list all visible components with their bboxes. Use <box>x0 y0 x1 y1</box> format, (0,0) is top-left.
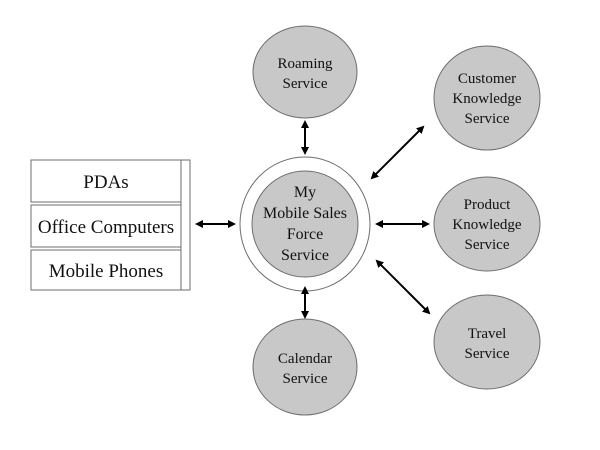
device-label-pdas: PDAs <box>83 172 128 193</box>
service-node-travel: Travel Service <box>433 294 541 390</box>
center-node: My Mobile Sales Force Service <box>239 156 371 292</box>
travel-label-line-2: Service <box>465 346 510 362</box>
service-node-calendar: Calendar Service <box>252 318 358 416</box>
device-box-mobile-phones <box>30 249 182 291</box>
calendar-label-line-1: Calendar <box>278 351 332 367</box>
devices-panel: PDAs Office Computers Mobile Phones <box>30 159 191 291</box>
arrow-center-customer-knowledge <box>370 125 425 180</box>
travel-ellipse <box>433 294 541 390</box>
arrow-center-travel <box>375 259 431 315</box>
device-box-pdas <box>30 159 182 203</box>
product-knowledge-label-line-3: Service <box>465 237 510 253</box>
calendar-label-line-2: Service <box>283 371 328 387</box>
roaming-ellipse <box>252 25 358 119</box>
roaming-label-line-2: Service <box>283 76 328 92</box>
customer-knowledge-label-line-1: Customer <box>458 71 516 87</box>
device-label-office-computers: Office Computers <box>38 217 174 238</box>
service-node-roaming: Roaming Service <box>252 25 358 119</box>
devices-panel-side-bar <box>180 159 191 291</box>
roaming-label-line-1: Roaming <box>278 56 333 72</box>
travel-label-line-1: Travel <box>468 326 507 342</box>
customer-knowledge-label-line-3: Service <box>465 111 510 127</box>
service-node-customer-knowledge: Customer Knowledge Service <box>433 45 541 151</box>
center-label-line-4: Service <box>281 247 329 264</box>
device-label-mobile-phones: Mobile Phones <box>49 261 164 282</box>
center-label-line-3: Force <box>287 226 323 243</box>
center-label-line-2: Mobile Sales <box>263 205 347 222</box>
customer-knowledge-ellipse <box>433 45 541 151</box>
product-knowledge-label-line-2: Knowledge <box>452 217 521 233</box>
device-box-office-computers <box>30 204 182 248</box>
center-label-line-1: My <box>294 184 316 201</box>
customer-knowledge-label-line-2: Knowledge <box>452 91 521 107</box>
product-knowledge-label-line-1: Product <box>464 197 511 213</box>
connections <box>195 120 431 319</box>
calendar-ellipse <box>252 318 358 416</box>
service-node-product-knowledge: Product Knowledge Service <box>433 176 541 272</box>
center-inner-ellipse <box>251 170 359 278</box>
product-knowledge-ellipse <box>433 176 541 272</box>
